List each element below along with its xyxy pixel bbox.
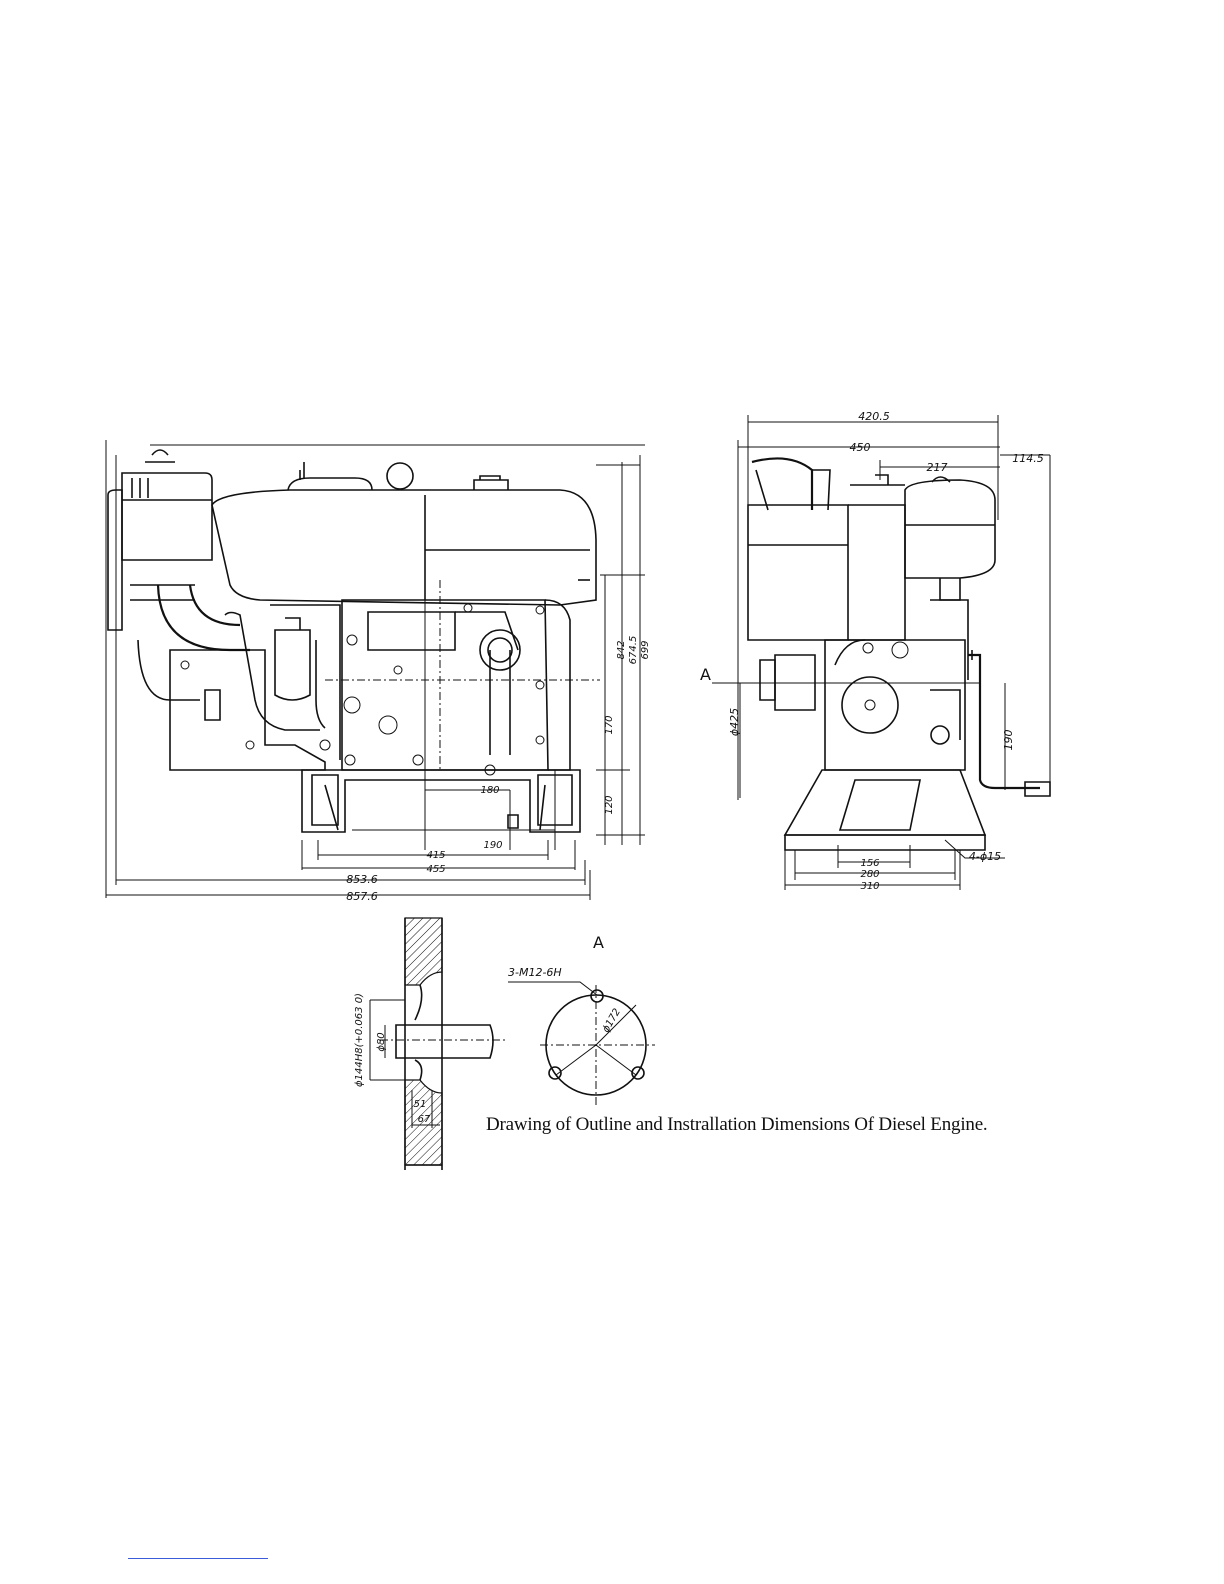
dim-51: 51 [414, 1099, 427, 1110]
side-view: 842 674.5 699 170 120 180 190 415 455 85… [106, 440, 651, 903]
view-a-thread: 3-M12-6H [508, 966, 562, 979]
dim-190-front: 190 [1002, 730, 1015, 751]
dim-156: 156 [860, 858, 879, 869]
dim-217: 217 [927, 461, 948, 474]
dim-310: 310 [860, 881, 879, 892]
dim-190: 190 [483, 840, 502, 851]
flywheel-section: ϕ144H8(+0.063 0) ϕ80 51 67 [354, 918, 505, 1170]
view-a-title: A [593, 933, 604, 952]
dim-450: 450 [850, 441, 871, 454]
dim-dia-425: ϕ425 [728, 708, 741, 736]
footer-rule [128, 1558, 268, 1559]
dim-853-6: 853.6 [346, 873, 378, 886]
front-view: A 420.5 450 217 114.5 ϕ425 190 156 280 3… [700, 410, 1050, 892]
section-marker-a: A [700, 665, 711, 684]
dim-4-holes: 4-ϕ15 [969, 850, 1001, 863]
view-a: A 3-M12-6H ϕ172 [508, 933, 655, 1105]
dim-170: 170 [604, 715, 615, 734]
dim-bore: ϕ144H8(+0.063 0) [354, 993, 365, 1087]
dim-420-5: 420.5 [858, 410, 890, 423]
dim-415: 415 [426, 850, 445, 861]
dim-120: 120 [604, 795, 615, 814]
dim-280: 280 [860, 869, 879, 880]
dim-180: 180 [480, 785, 499, 796]
dim-857-6: 857.6 [346, 890, 378, 903]
dim-455: 455 [426, 864, 445, 875]
dim-shaft: ϕ80 [376, 1032, 387, 1051]
dim-674-5: 674.5 [628, 636, 639, 665]
dim-67: 67 [418, 1114, 431, 1125]
dim-699: 699 [640, 640, 651, 659]
drawing-caption: Drawing of Outline and Instrallation Dim… [486, 1114, 1086, 1136]
dim-842: 842 [616, 640, 627, 659]
dim-114-5: 114.5 [1012, 452, 1044, 465]
